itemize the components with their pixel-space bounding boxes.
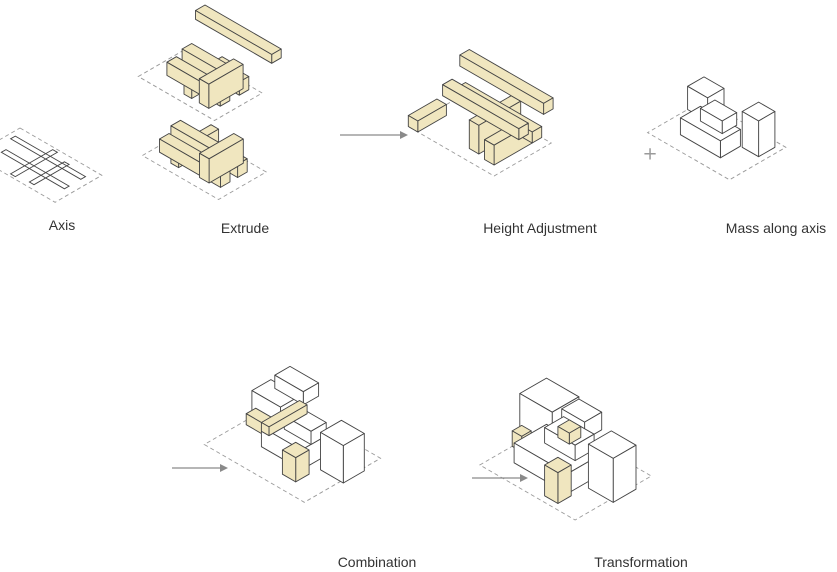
- mass-block: [544, 456, 572, 504]
- extrude-diagram-bottom: [141, 119, 268, 201]
- mass-block: [320, 419, 365, 484]
- label-mass-along-axis: Mass along axis: [725, 220, 827, 236]
- axis-line: [0, 149, 71, 190]
- combination-diagram: [203, 365, 382, 503]
- mass-along-axis-diagram: [646, 76, 787, 181]
- site-outline: [646, 99, 787, 181]
- mass-block: [281, 441, 310, 483]
- label-height-adjustment: Height Adjustment: [483, 220, 597, 236]
- mass-block: [407, 98, 447, 133]
- height-adjustment-diagram: [407, 49, 554, 177]
- transformation-diagram: [478, 377, 653, 521]
- raised-beam: [459, 49, 554, 115]
- mass-block: [587, 430, 637, 503]
- arrow-right-icon: [472, 474, 528, 482]
- arrow-right-icon: [172, 464, 228, 472]
- label-extrude: Extrude: [220, 220, 270, 236]
- raised-beam: [195, 4, 282, 64]
- plus-icon: +: [642, 143, 658, 165]
- mass-block: [198, 58, 244, 109]
- site-outline: [0, 127, 103, 203]
- mass-block: [260, 400, 308, 437]
- axis-line: [9, 149, 59, 178]
- mass-block: [699, 99, 738, 135]
- mass-block: [274, 365, 320, 406]
- label-transformation: Transformation: [594, 554, 688, 570]
- mass-block: [557, 419, 582, 445]
- extrude-diagram-top: [137, 4, 282, 122]
- label-combination: Combination: [337, 554, 417, 570]
- axis-diagram: [0, 127, 103, 203]
- label-axis: Axis: [48, 217, 76, 233]
- mass-block: [199, 133, 244, 184]
- mass-block: [741, 101, 776, 158]
- mass-block: [442, 78, 529, 141]
- arrow-right-icon: [340, 131, 408, 139]
- axis-line: [28, 161, 71, 186]
